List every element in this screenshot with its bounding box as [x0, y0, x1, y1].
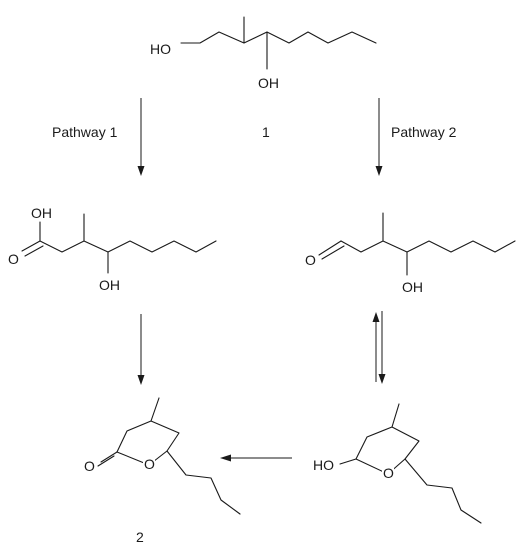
aldehyde-skeleton [340, 240, 516, 253]
compound-lactol: O HO [313, 403, 482, 524]
equilibrium-arrows [372, 311, 386, 384]
pathway-2-label: Pathway 2 [391, 124, 457, 140]
compound-hydroxy-aldehyde: O OH [305, 212, 516, 295]
compound-1-number: 1 [262, 124, 270, 140]
lactol-ring-oxygen: O [383, 465, 394, 481]
lactol-hydroxyl-label: HO [313, 457, 334, 473]
diol-secondary-oh-label: OH [258, 75, 279, 91]
compound-2-number: 2 [136, 529, 144, 545]
compound-hydroxy-acid: OH O OH [8, 205, 217, 293]
acid-secondary-oh-label: OH [99, 277, 120, 293]
lactol-butyl-chain [404, 458, 482, 524]
compound-1-diol: HO OH [150, 16, 377, 91]
acid-hydroxyl-label: OH [31, 205, 52, 221]
oxidation-arrow [220, 454, 292, 462]
lactone-ring-oxygen: O [144, 456, 155, 472]
diol-hydroxyl-label: HO [150, 41, 171, 57]
lactol-methyl-bond [391, 403, 400, 428]
lactone-methyl-bond [150, 397, 160, 422]
lactonization-arrow [137, 314, 145, 385]
pathway-2-arrow [375, 98, 383, 176]
aldehyde-secondary-oh-label: OH [402, 279, 423, 295]
lactone-carbonyl-oxygen: O [84, 458, 95, 474]
aldehyde-carbonyl-oxygen: O [305, 252, 316, 268]
pathway-1-arrow [137, 98, 145, 176]
acid-carbonyl-oxygen: O [8, 251, 19, 267]
acid-skeleton [39, 240, 217, 253]
compound-2-lactone: O O [84, 397, 241, 515]
lactone-butyl-chain [166, 450, 241, 515]
diol-skeleton [180, 31, 377, 44]
pathway-1-label: Pathway 1 [52, 124, 118, 140]
